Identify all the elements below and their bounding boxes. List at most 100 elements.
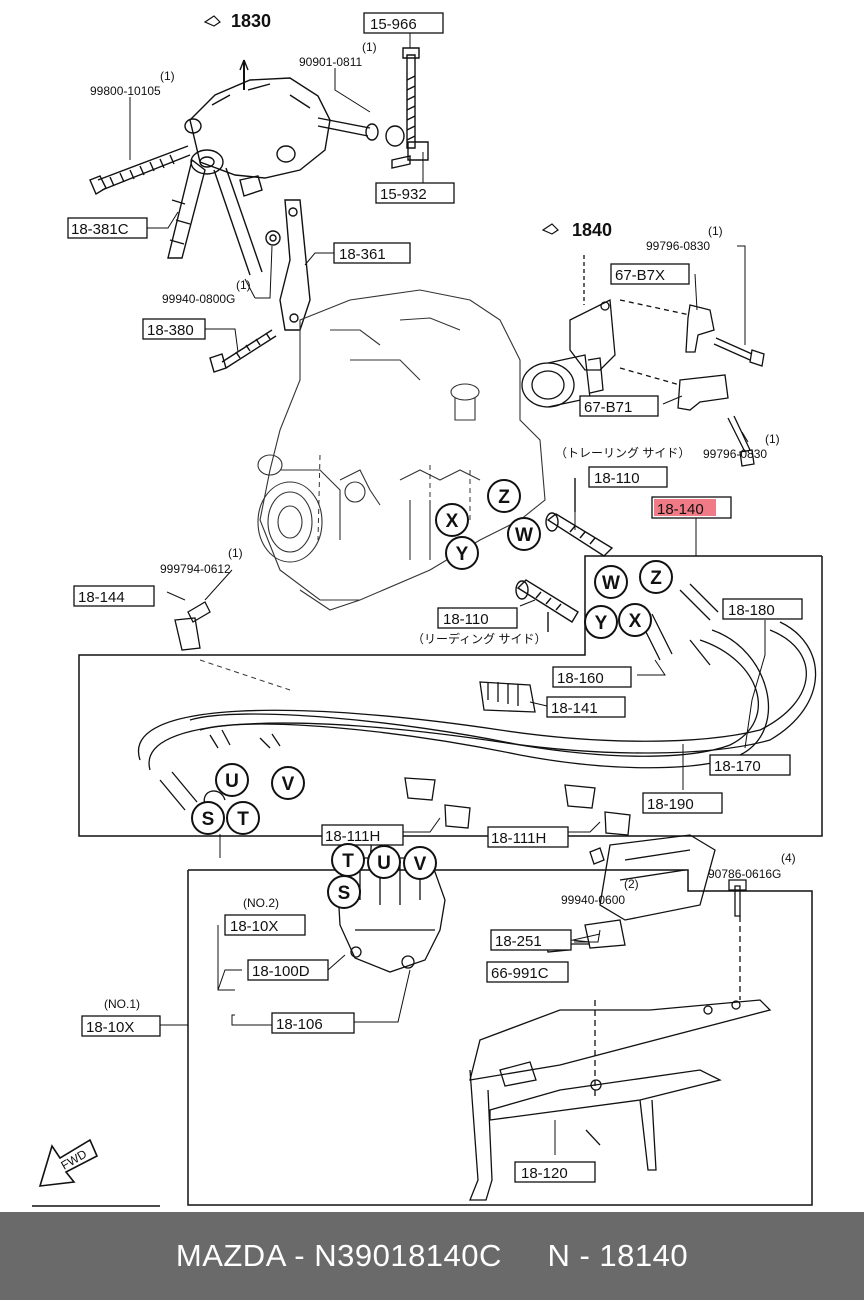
part-18-140-highlighted[interactable]: 18-140 <box>651 496 732 519</box>
callout-99796-0830-lower: 99796-0830 <box>703 447 767 461</box>
svg-text:18-10X: 18-10X <box>230 918 278 935</box>
svg-text:18-144: 18-144 <box>78 589 125 606</box>
qty-99940a: (1) <box>236 278 251 292</box>
svg-text:V: V <box>414 854 427 875</box>
marker-w-upper: W <box>507 517 541 551</box>
svg-text:67-B7X: 67-B7X <box>615 267 665 284</box>
marker-w-harness: W <box>594 565 628 599</box>
circle-markers: Z X W Y W Z Y X U V S T T U V S <box>191 479 673 909</box>
part-18-111h-left[interactable]: 18-111H <box>321 824 404 846</box>
svg-text:V: V <box>282 774 295 795</box>
note-no1: (NO.1) <box>104 997 140 1011</box>
svg-text:S: S <box>338 883 351 904</box>
marker-x-harness: X <box>618 603 652 637</box>
svg-text:T: T <box>342 851 354 872</box>
svg-text:18-141: 18-141 <box>551 700 598 717</box>
part-15-966[interactable]: 15-966 <box>363 12 444 34</box>
part-18-251[interactable]: 18-251 <box>490 929 572 951</box>
marker-v-coil: V <box>403 846 437 880</box>
leader-lines <box>129 32 766 1155</box>
marker-s-coil: S <box>327 875 361 909</box>
footer-part-number: MAZDA - N39018140C N - 18140 <box>175 1238 689 1273</box>
svg-text:Y: Y <box>595 613 608 634</box>
svg-text:18-140: 18-140 <box>657 501 704 518</box>
callout-90786-0616g: 90786-0616G <box>708 867 781 881</box>
part-18-190[interactable]: 18-190 <box>642 792 723 814</box>
part-15-932[interactable]: 15-932 <box>375 182 455 204</box>
marker-t-harness: T <box>226 801 260 835</box>
svg-text:S: S <box>202 809 215 830</box>
marker-u-harness: U <box>215 763 249 797</box>
part-18-381c[interactable]: 18-381C <box>67 217 148 239</box>
footer-bar: MAZDA - N39018140C N - 18140 <box>0 1212 864 1300</box>
part-18-110-trailing[interactable]: 18-110 <box>588 466 668 488</box>
marker-v-harness: V <box>271 766 305 800</box>
svg-text:67-B71: 67-B71 <box>584 399 632 416</box>
alternator-drawing <box>89 47 429 373</box>
part-18-380[interactable]: 18-380 <box>142 318 206 340</box>
note-leading-side: （リーディング サイド） <box>412 631 547 646</box>
svg-text:18-180: 18-180 <box>728 602 775 619</box>
marker-y-upper: Y <box>445 536 479 570</box>
part-18-120[interactable]: 18-120 <box>514 1161 596 1183</box>
engine-drawing <box>257 289 546 611</box>
marker-z-harness: Z <box>639 560 673 594</box>
svg-text:18-170: 18-170 <box>714 758 761 775</box>
part-18-160[interactable]: 18-160 <box>552 666 632 688</box>
ignition-wire-drawing <box>137 583 817 836</box>
callout-90901-0811: 90901-0811 <box>299 55 362 69</box>
svg-text:18-120: 18-120 <box>521 1165 568 1182</box>
svg-text:18-381C: 18-381C <box>71 221 129 238</box>
svg-text:18-361: 18-361 <box>339 246 386 263</box>
marker-x-upper: X <box>435 503 469 537</box>
svg-text:U: U <box>377 853 391 874</box>
part-18-110-leading[interactable]: 18-110 <box>437 607 518 629</box>
part-18-111h-right[interactable]: 18-111H <box>487 826 569 848</box>
note-no2: (NO.2) <box>243 896 279 910</box>
marker-y-harness: Y <box>584 605 618 639</box>
ref-pointer-icon <box>541 223 559 235</box>
qty-999794: (1) <box>228 546 243 560</box>
part-18-144[interactable]: 18-144 <box>73 585 155 607</box>
part-18-106[interactable]: 18-106 <box>271 1012 355 1034</box>
part-18-170[interactable]: 18-170 <box>709 754 791 776</box>
svg-text:15-966: 15-966 <box>370 16 417 33</box>
ref-1830-label: 1830 <box>231 11 271 31</box>
svg-text:T: T <box>237 809 249 830</box>
svg-text:15-932: 15-932 <box>380 186 427 203</box>
svg-text:Z: Z <box>650 568 662 589</box>
part-18-361[interactable]: 18-361 <box>333 242 411 264</box>
svg-text:18-160: 18-160 <box>557 670 604 687</box>
callout-999794-0612: 999794-0612 <box>160 562 231 576</box>
callout-99940-0800g: 99940-0800G <box>162 292 235 306</box>
qty-99940b: (2) <box>624 877 639 891</box>
part-67-b7x[interactable]: 67-B7X <box>610 263 690 285</box>
qty-99800: (1) <box>160 69 175 83</box>
svg-text:18-10X: 18-10X <box>86 1019 134 1036</box>
note-trailing-side: （トレーリング サイド） <box>555 446 690 460</box>
part-18-10x-no2[interactable]: 18-10X <box>224 914 306 936</box>
part-18-100d[interactable]: 18-100D <box>247 959 329 981</box>
part-18-180[interactable]: 18-180 <box>722 598 803 620</box>
marker-s-harness: S <box>191 801 225 835</box>
svg-text:Z: Z <box>498 487 510 508</box>
part-18-141[interactable]: 18-141 <box>546 696 626 718</box>
marker-u-coil: U <box>367 845 401 879</box>
svg-text:W: W <box>515 525 533 546</box>
callout-99940-0600: 99940-0600 <box>561 893 625 907</box>
frame-lines <box>32 555 823 1207</box>
part-67-b71[interactable]: 67-B71 <box>579 395 659 417</box>
highlight-marker <box>654 499 716 516</box>
svg-text:18-111H: 18-111H <box>325 828 380 845</box>
part-18-10x-no1[interactable]: 18-10X <box>81 1015 161 1037</box>
ref-1840: 1840 <box>541 220 612 240</box>
svg-text:X: X <box>446 511 459 532</box>
ref-1830: 1830 <box>203 11 271 31</box>
ref-pointer-icon <box>203 15 221 27</box>
svg-text:Y: Y <box>456 544 469 565</box>
part-66-991c[interactable]: 66-991C <box>486 961 569 983</box>
svg-text:18-190: 18-190 <box>647 796 694 813</box>
coil-drawing <box>337 834 772 1201</box>
part-labels: 15-966 15-932 18-381C 18-361 18-380 67-B… <box>67 12 803 1183</box>
svg-text:18-111H: 18-111H <box>491 830 546 847</box>
